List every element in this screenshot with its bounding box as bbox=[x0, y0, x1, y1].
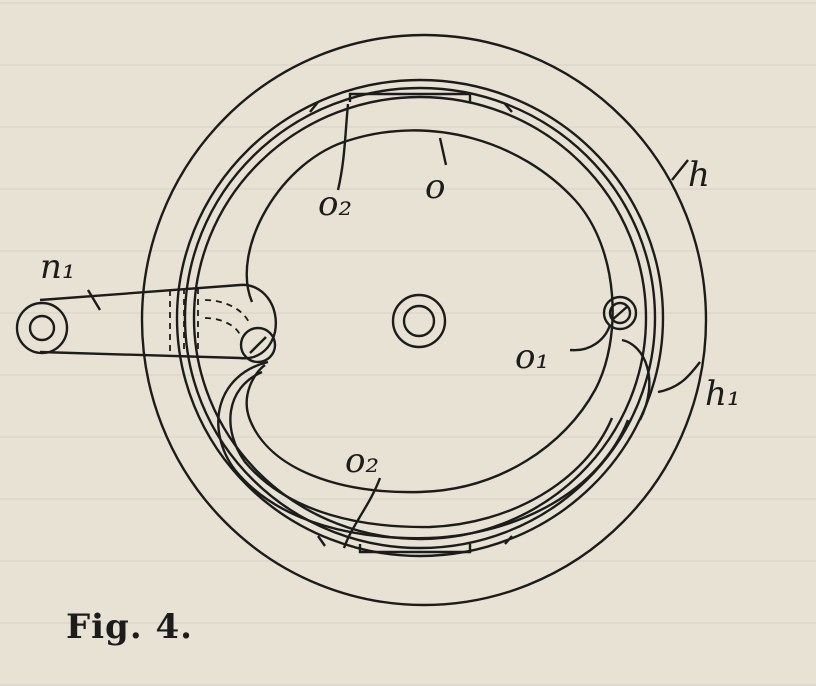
figure-caption: Fig. 4. bbox=[66, 607, 193, 647]
rim-slot-top-left bbox=[309, 101, 319, 113]
rim-slot-bottom-left bbox=[317, 535, 326, 547]
rim-ring-outer bbox=[175, 78, 665, 558]
disc-d bbox=[245, 129, 614, 494]
rim-ring-inner bbox=[192, 95, 648, 541]
hidden-line-4 bbox=[204, 299, 251, 326]
leader-n1 bbox=[86, 289, 102, 311]
label-o2-bottom: o₂ bbox=[345, 441, 379, 481]
leader-h1 bbox=[657, 361, 701, 394]
rim-slot-top bbox=[348, 92, 472, 102]
pin-o1-head bbox=[608, 301, 632, 325]
label-o-top-left: o₂ bbox=[318, 184, 352, 224]
spring-arm-right bbox=[621, 338, 651, 421]
leader-o bbox=[438, 137, 448, 166]
lever-pin-slot bbox=[249, 336, 267, 354]
lever-pin bbox=[239, 326, 277, 364]
rim-slot-top-right bbox=[504, 103, 513, 113]
pin-o1 bbox=[602, 295, 638, 331]
rim-ring-middle bbox=[183, 86, 657, 550]
label-h1: h₁ bbox=[705, 374, 741, 414]
label-n1: n₁ bbox=[40, 247, 76, 287]
rim-slot-bottom-right bbox=[504, 535, 513, 545]
lever-n1 bbox=[39, 283, 278, 360]
lever-eye-bore bbox=[28, 314, 56, 342]
leader-o2-top bbox=[336, 103, 350, 191]
rim-slot-bottom bbox=[358, 544, 472, 554]
outer-ring-h bbox=[140, 33, 708, 607]
spring-arm-lower-inner bbox=[229, 370, 614, 529]
label-o1: o₁ bbox=[515, 337, 549, 377]
label-h: h bbox=[688, 155, 710, 195]
leader-h bbox=[671, 159, 689, 181]
center-hub-bore bbox=[402, 304, 436, 338]
center-hub bbox=[391, 293, 447, 349]
leader-o2-bottom bbox=[342, 477, 382, 549]
lever-eye bbox=[15, 301, 69, 355]
leader-o1 bbox=[569, 324, 612, 352]
label-o: o bbox=[425, 167, 445, 207]
hidden-line-5 bbox=[204, 317, 241, 336]
pin-o1-slot bbox=[611, 305, 629, 321]
